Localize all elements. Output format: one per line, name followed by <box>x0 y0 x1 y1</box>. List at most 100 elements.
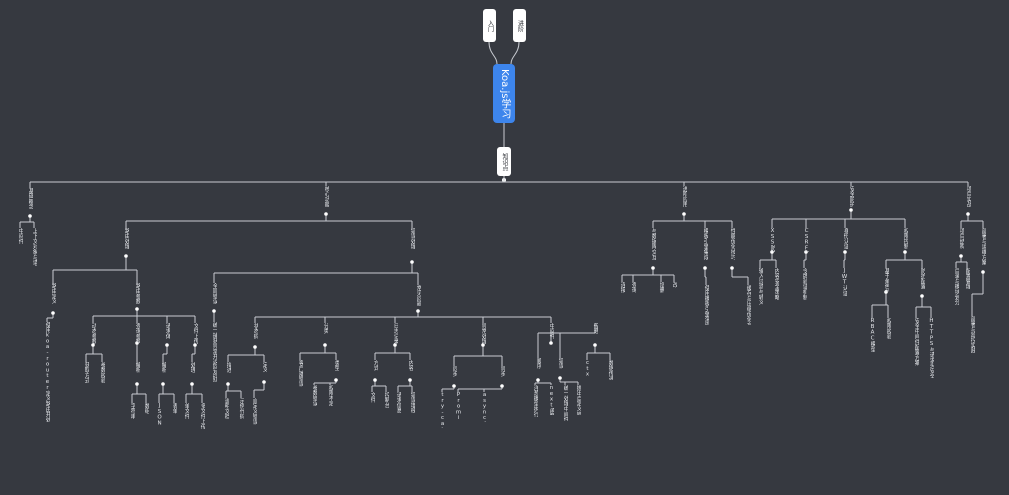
mindmap-node-b2b2c[interactable]: 日志记录 <box>392 323 398 345</box>
mindmap-node-b5b1[interactable]: 部署与监控实践 <box>969 316 975 354</box>
mindmap-node-b5a[interactable]: 项目结构 <box>958 228 964 250</box>
connector-dot <box>843 250 847 254</box>
mindmap-node-b4a2[interactable]: 内容安全策略 <box>773 268 779 300</box>
mindmap-node-b2a2d1b[interactable]: 多文件上传处理 <box>199 403 205 429</box>
mindmap-node-b2b2c1a[interactable]: 文件 <box>369 392 375 403</box>
mindmap-node-b2a1x[interactable]: 使用koa-router定义路由并处理请求参数与响应 <box>44 322 50 422</box>
mindmap-node-b2b2c2b[interactable]: 错误堆栈 <box>409 392 415 414</box>
root-topic[interactable]: Koa.js学习 <box>493 64 515 123</box>
mindmap-node-b2a2d1a[interactable]: 单文件 <box>183 403 189 419</box>
mindmap-node-b2a2d1[interactable]: 处理 <box>189 362 195 373</box>
mindmap-node-b2a2c1[interactable]: 解析 <box>160 362 166 373</box>
mindmap-node-b2b2e2a[interactable]: 统一处理中间件 <box>562 385 568 421</box>
mindmap-node-b4b1[interactable]: 令牌验证机制 <box>801 268 807 300</box>
mindmap-node-b2b2d2a[interactable]: Promise <box>455 392 461 422</box>
mindmap-node-b2b2a2a[interactable]: 自定义错误 <box>251 398 257 425</box>
mindmap-node-b2a2[interactable]: 路由参数 <box>134 283 140 305</box>
mindmap-node-b2b2d2[interactable]: 异步 <box>499 366 505 377</box>
mindmap-node-b2b2c2a[interactable]: 请求信息 <box>395 392 401 414</box>
mindmap-node-b1b[interactable]: 上下文对象与请求响应 <box>31 228 37 266</box>
mindmap-node-b3a1[interactable]: 连接 <box>619 282 625 293</box>
mindmap-node-b2b2b2[interactable]: 类型 <box>333 360 339 371</box>
mindmap-node-b2b2e[interactable]: 中间件 <box>548 323 554 339</box>
mindmap-node-b4d2[interactable]: 防护配置 <box>919 268 925 290</box>
mindmap-node-b2a2c1b[interactable]: 表单 <box>171 403 177 414</box>
mindmap-node-b3a4[interactable]: 改 <box>671 282 677 288</box>
mindmap-node-b3a2[interactable]: 查询 <box>630 282 636 293</box>
mindmap-node-b4c[interactable]: 身份认证 <box>842 228 848 250</box>
mindmap-node-b2b2e3[interactable]: 传递 <box>592 323 598 334</box>
mindmap-node-b2a2a1[interactable]: 获取方式 <box>83 362 89 384</box>
mindmap-node-b3a[interactable]: 与数据库交互 <box>650 228 656 260</box>
mindmap-node-b2b2e3b[interactable]: 数据传递示例 <box>607 360 613 380</box>
mindmap-node-b4d1[interactable]: 基于角色的访问 <box>883 268 889 292</box>
mindmap-node-b2b2b1[interactable]: 客户端错误 <box>297 360 303 387</box>
mindmap-node-b2a2a2[interactable]: 参数校验 <box>99 362 105 384</box>
mindmap-node-b4d2a[interactable]: 安全中间件配置方案 <box>913 318 919 366</box>
mindmap-node-b2b2a[interactable]: 状态码 <box>252 323 258 339</box>
mindmap-node-b2b2b2b[interactable]: 权限不足 <box>327 385 333 407</box>
mindmap-node-b4a[interactable]: XSS防护 <box>769 228 775 252</box>
mindmap-node-b4d[interactable]: 权限控制 <box>902 228 908 250</box>
mindmap-node-b2b2e2[interactable]: 错误 <box>557 358 563 369</box>
mindmap-node-b2b1[interactable]: 全局错误 <box>211 283 217 305</box>
mindmap-node-b4a1[interactable]: 输入过滤与转义 <box>757 268 763 306</box>
mindmap-node-b4c1[interactable]: JWT认证 <box>841 268 847 297</box>
mindmap-node-b2a2a[interactable]: 动态参数 <box>90 323 96 345</box>
mindmap-node-b4d1b[interactable]: 权限校验 <box>885 318 891 340</box>
mindmap-node-b2a2c1a[interactable]: JSON <box>156 403 162 425</box>
mindmap-node-b3[interactable]: 进阶应用 <box>681 186 687 208</box>
top-note-left[interactable]: 入门 <box>483 9 496 42</box>
mindmap-node-b2a2d[interactable]: 文件上传 <box>192 323 198 345</box>
mindmap-node-b2b2[interactable]: 常见问题 <box>415 285 421 307</box>
mindmap-node-b2b1x[interactable]: 统一捕获异常并返回友好信息 <box>211 322 217 382</box>
mindmap-node-b2b2c1[interactable]: 方式 <box>372 360 378 371</box>
mindmap-node-b2a2b[interactable]: 查询参数 <box>134 323 140 343</box>
mindmap-node-b2b2a1b[interactable]: 示例代码 <box>238 398 244 420</box>
knowledge-hub-topic[interactable]: 知识点 <box>497 147 511 176</box>
mindmap-node-b2a2c[interactable]: 请求体 <box>164 323 170 339</box>
mindmap-node-b2b2e1[interactable]: 顺序 <box>535 358 541 369</box>
mindmap-node-b1[interactable]: 基础概念 <box>27 188 33 210</box>
mindmap-node-b2b2b[interactable]: 分类 <box>322 323 328 334</box>
mindmap-node-b2a2b1b[interactable]: 数组 <box>143 403 149 414</box>
mindmap-node-b2[interactable]: 核心功能 <box>323 186 329 208</box>
mindmap-node-b2b2a2[interactable]: 定义 <box>261 362 267 373</box>
mindmap-node-b3b1[interactable]: 使用模板引擎渲染页面 <box>703 285 709 325</box>
mindmap-node-b5a2[interactable]: 配置管理 <box>964 268 970 290</box>
mindmap-node-b2b2c2[interactable]: 内容 <box>407 360 413 371</box>
mindmap-node-b2b2a1[interactable]: 描述 <box>225 362 231 373</box>
top-note-right[interactable]: 进阶 <box>513 9 526 42</box>
mindmap-node-b2b2e1b[interactable]: next函数 <box>548 385 554 415</box>
mindmap-node-b2a2b1[interactable]: 解析 <box>134 362 140 373</box>
mindmap-node-b2a1[interactable]: 路由定义 <box>50 283 56 305</box>
mindmap-node-b2b2d2b[interactable]: async/await <box>481 392 487 422</box>
mindmap-node-b5[interactable]: 项目实战 <box>965 186 971 208</box>
mindmap-node-b5b[interactable]: 部署与运维方案 <box>980 228 986 266</box>
mindmap-node-b2b[interactable]: 错误处理 <box>409 228 415 250</box>
mindmap-node-b2b2a1a[interactable]: 说明文档 <box>223 398 229 420</box>
mindmap-node-b2b2b2a[interactable]: 参数错误 <box>311 385 317 407</box>
mindmap-node-b3c[interactable]: 性能优化技巧 <box>729 228 735 260</box>
mindmap-node-b3b[interactable]: 模板引擎集成 <box>702 228 708 260</box>
mindmap-node-b4[interactable]: 安全防护 <box>848 186 854 208</box>
mindmap-node-b2b2c1b[interactable]: 控制台 <box>383 392 389 408</box>
mindmap-node-b4d2b[interactable]: HTTPS与请求头安全设置 <box>928 318 934 378</box>
mindmap-node-b2b2e1a[interactable]: 洋葱模型执行 <box>532 385 538 417</box>
connector-dot <box>536 378 540 382</box>
mindmap-node-b3a3[interactable]: 增删 <box>658 282 664 293</box>
mindmap-node-b2a[interactable]: 路由处理 <box>123 228 129 250</box>
mindmap-node-b2a2b1a[interactable]: 字符串 <box>129 403 135 419</box>
mindmap-node-b2b2d1a[interactable]: try-catch <box>439 392 445 428</box>
mindmap-node-b2b2d1[interactable]: 同步 <box>451 366 457 377</box>
mindmap-node-b5a1[interactable]: 目录与模块划分 <box>953 268 959 306</box>
mindmap-node-b2b2e2b[interactable]: 抛出自定义错误 <box>575 385 581 415</box>
connector-dot <box>920 294 924 298</box>
mindmap-node-b4d1a[interactable]: RBAC模型 <box>869 318 875 352</box>
mindmap-node-b2b2e3a[interactable]: ctx.state共享 <box>584 360 590 380</box>
connector-dot <box>212 309 216 313</box>
mindmap-node-b3c1[interactable]: 缓存与压缩优化方案 <box>745 285 751 325</box>
mindmap-node-b1a[interactable]: 中间件 <box>17 228 23 244</box>
mindmap-node-b4b[interactable]: CSRF防护 <box>803 228 809 252</box>
mindmap-node-b2b2d[interactable]: 异常处理 <box>480 323 486 345</box>
